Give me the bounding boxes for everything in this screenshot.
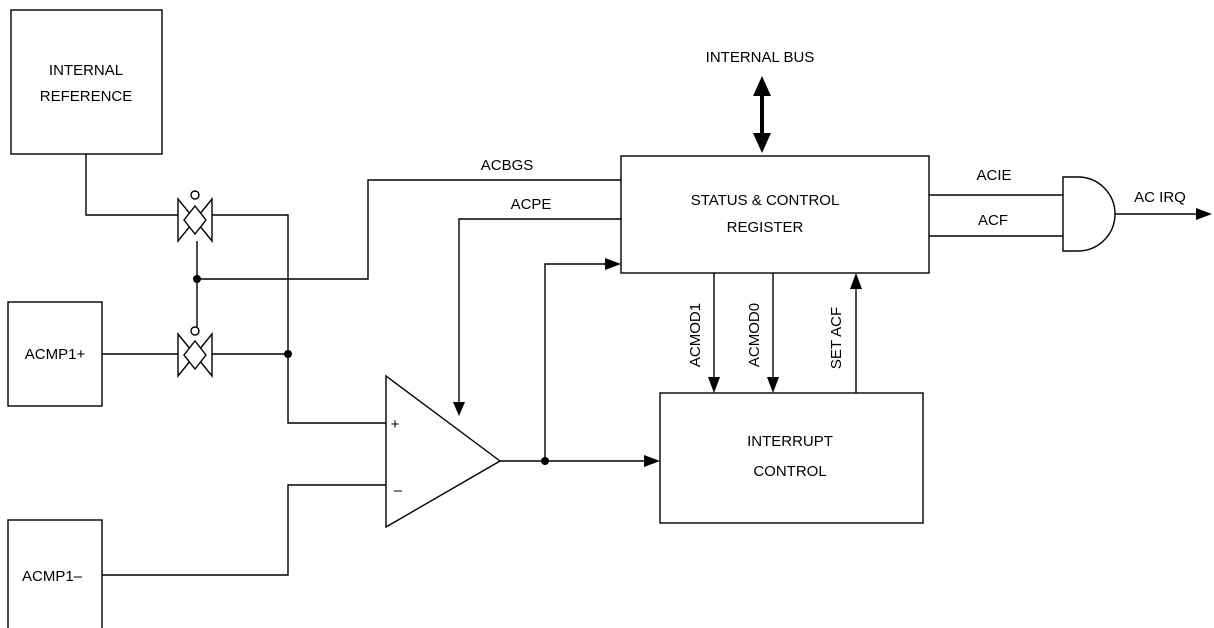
interrupt-control-label-line1: INTERRUPT [747,433,833,450]
acpe-label: ACPE [511,196,552,213]
plus-input-junction-dot [284,350,292,358]
lower-analog-switch [177,326,213,378]
acmod1-arrowhead [708,377,720,393]
comparator-plus-sign: + [391,416,400,433]
internal-bus-arrow [753,76,771,153]
set-acf-arrowhead [850,273,862,289]
status-control-label-line1: STATUS & CONTROL [691,192,840,209]
upper-switch-output-wire [212,214,386,424]
status-control-label-line2: REGISTER [727,219,804,236]
internal-reference-wire [85,154,178,216]
comparator-amplifier [385,374,502,529]
internal-reference-label-line2: REFERENCE [40,88,133,105]
acf-label: ACF [978,212,1008,229]
acmp1-minus-block [7,519,103,628]
acmp1-minus-wire [102,484,386,576]
internal-reference-block [10,9,163,155]
acmp1-minus-label: ACMP1– [22,568,83,585]
acmp1-plus-label: ACMP1+ [25,346,86,363]
acmp1-plus-block [7,301,103,407]
interrupt-control-block [659,392,924,524]
acbgs-junction-dot [193,275,201,283]
internal-bus-label: INTERNAL BUS [706,49,815,66]
acie-label: ACIE [976,167,1011,184]
upper-analog-switch [177,190,213,243]
acbgs-label: ACBGS [481,157,534,174]
comparator-feedback-arrowhead [605,258,621,270]
ac-irq-label: AC IRQ [1134,189,1186,206]
comparator-feedback-wire [544,263,608,461]
set-acf-label: SET ACF [828,307,845,369]
ac-irq-arrowhead [1196,208,1212,220]
acpe-wire [458,218,621,405]
acpe-arrowhead [453,402,465,416]
acmod0-label: ACMOD0 [746,303,763,367]
status-control-register-block [620,155,930,274]
comparator-minus-sign: – [394,482,403,499]
interrupt-control-label-line2: CONTROL [753,463,826,480]
comparator-output-arrowhead [644,455,660,467]
acmod0-arrowhead [767,377,779,393]
acmod1-label: ACMOD1 [687,303,704,367]
internal-reference-label-line1: INTERNAL [49,62,123,79]
and-gate [1062,176,1116,252]
acbgs-wire [197,179,621,280]
